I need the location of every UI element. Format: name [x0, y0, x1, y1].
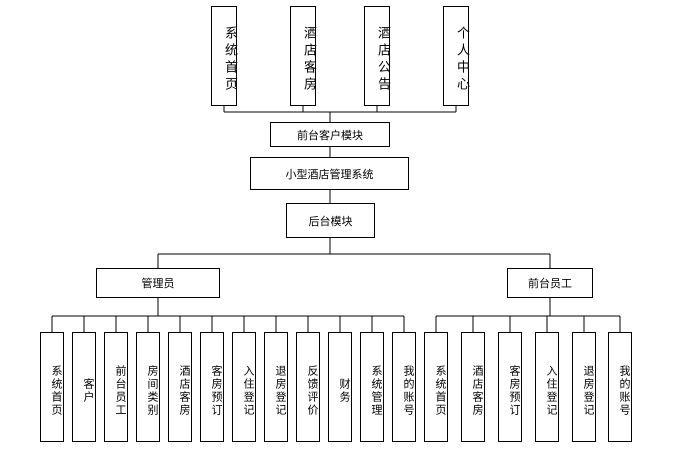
admin-item-feedback: 反馈评价: [296, 332, 320, 442]
admin-item-checkout: 退房登记: [264, 332, 288, 442]
top-module-rooms: 酒店客房: [290, 6, 316, 106]
staff-item-account: 我的账号: [608, 332, 632, 442]
admin-item-home: 系统首页: [40, 332, 64, 442]
admin-item-checkin: 入住登记: [232, 332, 256, 442]
staff-item-booking: 客房预订: [498, 332, 522, 442]
admin-item-account: 我的账号: [392, 332, 416, 442]
top-module-personal: 个人中心: [443, 6, 469, 106]
admin-item-room-type: 房间类别: [136, 332, 160, 442]
staff-item-checkout: 退房登记: [572, 332, 596, 442]
staff-item-home: 系统首页: [424, 332, 448, 442]
top-module-home: 系统首页: [211, 6, 237, 106]
admin-box: 管理员: [96, 268, 220, 298]
system-box: 小型酒店管理系统: [250, 157, 409, 190]
top-module-notice: 酒店公告: [364, 6, 390, 106]
staff-box: 前台员工: [507, 268, 593, 298]
admin-item-front-staff: 前台员工: [104, 332, 128, 442]
admin-item-system: 系统管理: [360, 332, 384, 442]
staff-item-rooms: 酒店客房: [461, 332, 485, 442]
staff-item-checkin: 入住登记: [535, 332, 559, 442]
admin-item-customer: 客户: [72, 332, 96, 442]
admin-item-booking: 客房预订: [200, 332, 224, 442]
front-module-box: 前台客户模块: [270, 122, 390, 147]
admin-item-rooms: 酒店客房: [168, 332, 192, 442]
back-module-box: 后台模块: [286, 203, 375, 238]
admin-item-finance: 财务: [328, 332, 352, 442]
